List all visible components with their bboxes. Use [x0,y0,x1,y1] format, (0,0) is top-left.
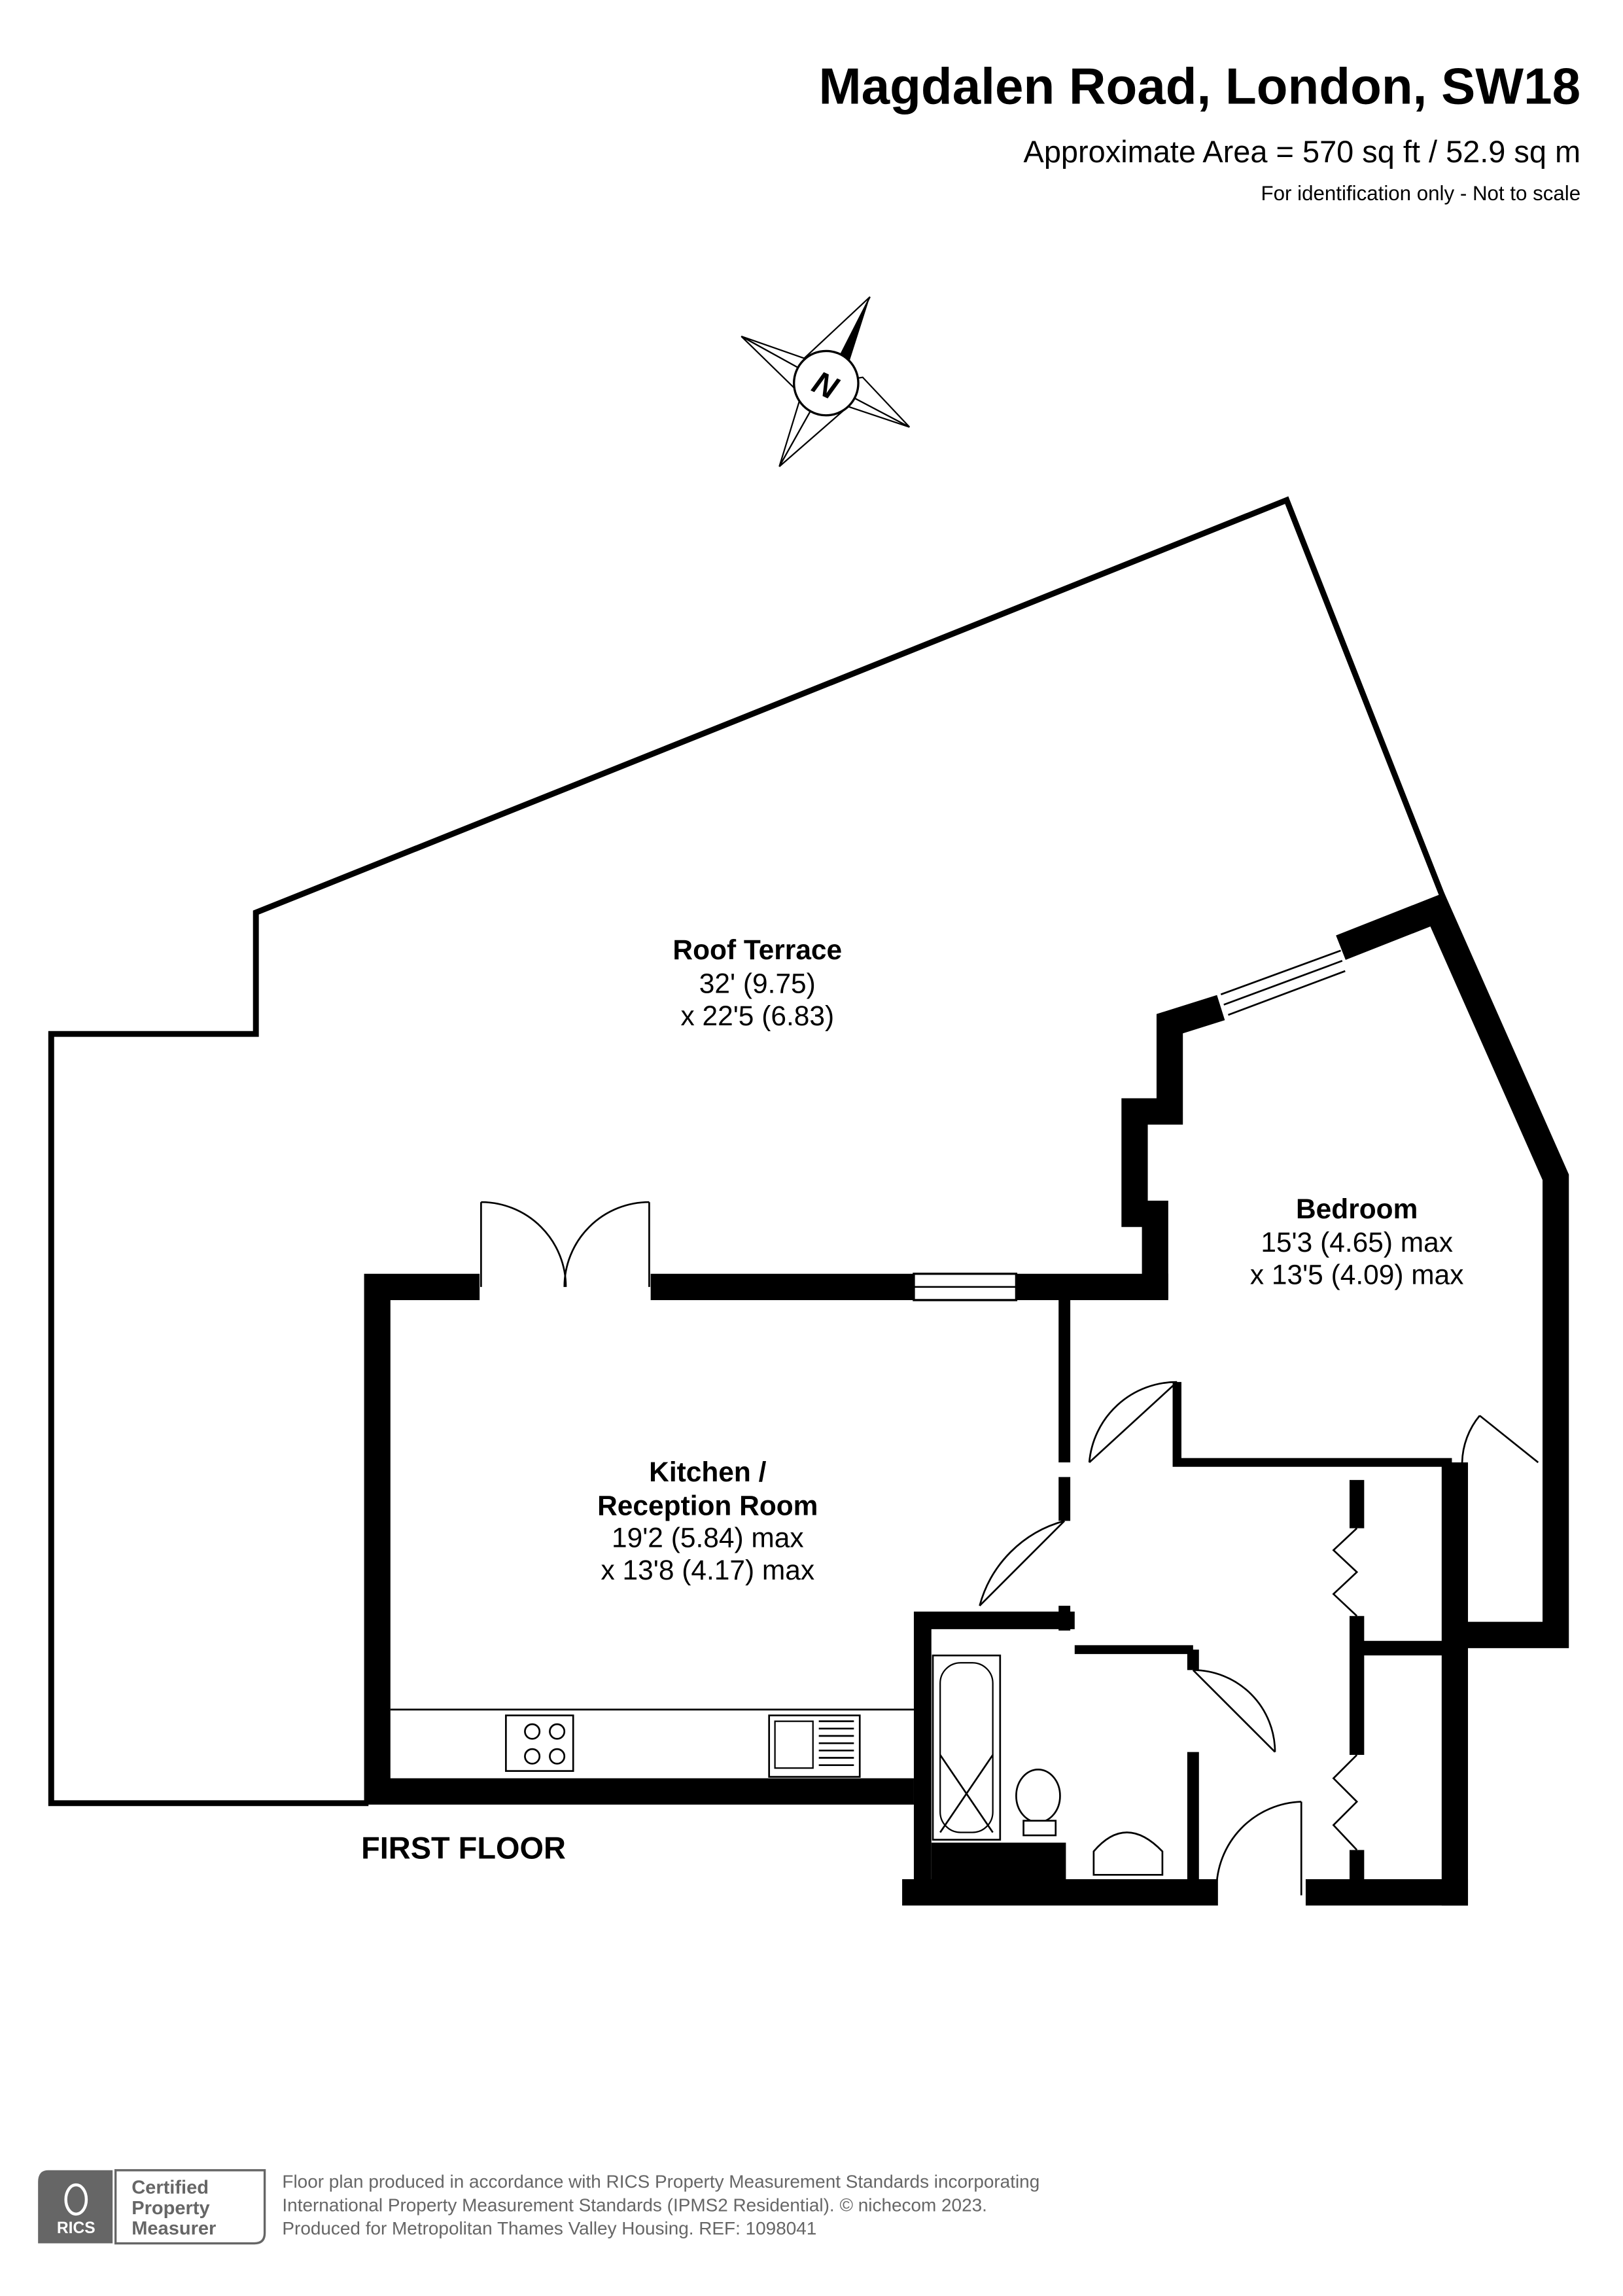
entrance-door[interactable] [1215,1801,1302,1896]
svg-text:15'3 (4.65) max: 15'3 (4.65) max [1261,1227,1453,1258]
toilet-icon [1015,1769,1061,1837]
svg-text:Reception Room: Reception Room [597,1490,818,1521]
kitchen-counter [390,1708,914,1778]
kitchen-door[interactable] [979,1520,1066,1607]
hob-icon [505,1714,574,1772]
bedroom-stepped-wall [1121,995,1225,1299]
roof-terrace-outline [48,496,1446,1807]
svg-text:x 13'5 (4.09) max: x 13'5 (4.09) max [1250,1259,1464,1290]
french-doors[interactable] [480,1201,650,1287]
room-label-bedroom: Bedroom 15'3 (4.65) max x 13'5 (4.09) ma… [1250,1193,1464,1290]
bedroom-window [1220,949,1346,1016]
bathroom-wall [913,1612,1075,1896]
bedroom-door[interactable] [1088,1381,1178,1464]
ensuite-door[interactable] [1461,1415,1539,1464]
footer-line-1: Floor plan produced in accordance with R… [282,2172,1039,2192]
svg-text:32' (9.75): 32' (9.75) [699,968,816,999]
bathroom-door[interactable] [1192,1669,1276,1753]
footer-line-3: Produced for Metropolitan Thames Valley … [282,2218,816,2238]
cupboard-door-2[interactable] [1332,1754,1359,1851]
compass-north-icon: N [741,296,911,467]
room-label-kitchen: Kitchen / Reception Room 19'2 (5.84) max… [597,1457,818,1585]
floor-label: FIRST FLOOR [361,1831,566,1865]
svg-text:Measurer: Measurer [131,2218,216,2239]
svg-text:Roof Terrace: Roof Terrace [672,934,842,965]
svg-text:19'2 (5.84) max: 19'2 (5.84) max [612,1523,804,1553]
disclaimer-text: For identification only - Not to scale [1261,182,1581,205]
page-title: Magdalen Road, London, SW18 [819,58,1581,115]
svg-text:x 13'8 (4.17) max: x 13'8 (4.17) max [601,1555,814,1585]
rics-badge: RICS Certified Property Measurer [38,2169,266,2245]
room-label-roof-terrace: Roof Terrace 32' (9.75) x 22'5 (6.83) [672,934,842,1031]
svg-text:x 22'5 (6.83): x 22'5 (6.83) [680,1000,834,1031]
footer-line-2: International Property Measurement Stand… [282,2195,987,2215]
kitchen-window [913,1273,1018,1301]
svg-text:Bedroom: Bedroom [1296,1193,1418,1224]
sink-icon [768,1714,861,1778]
cupboard-door-1[interactable] [1332,1527,1359,1617]
svg-text:Property: Property [131,2198,209,2219]
rics-lion-icon [64,2183,88,2216]
bedroom-outer-wall [1336,892,1569,1648]
bathroom-partition [931,1843,1066,1881]
bath-icon [932,1654,1002,1841]
svg-text:Kitchen /: Kitchen / [649,1457,766,1487]
area-text: Approximate Area = 570 sq ft / 52.9 sq m [1024,135,1581,169]
basin-icon [1092,1831,1164,1876]
svg-text:RICS: RICS [57,2219,96,2237]
kitchen-top-wall-left [364,1273,914,1805]
bedroom-bottom-wall [1172,1382,1452,1467]
svg-text:Certified: Certified [131,2178,209,2199]
